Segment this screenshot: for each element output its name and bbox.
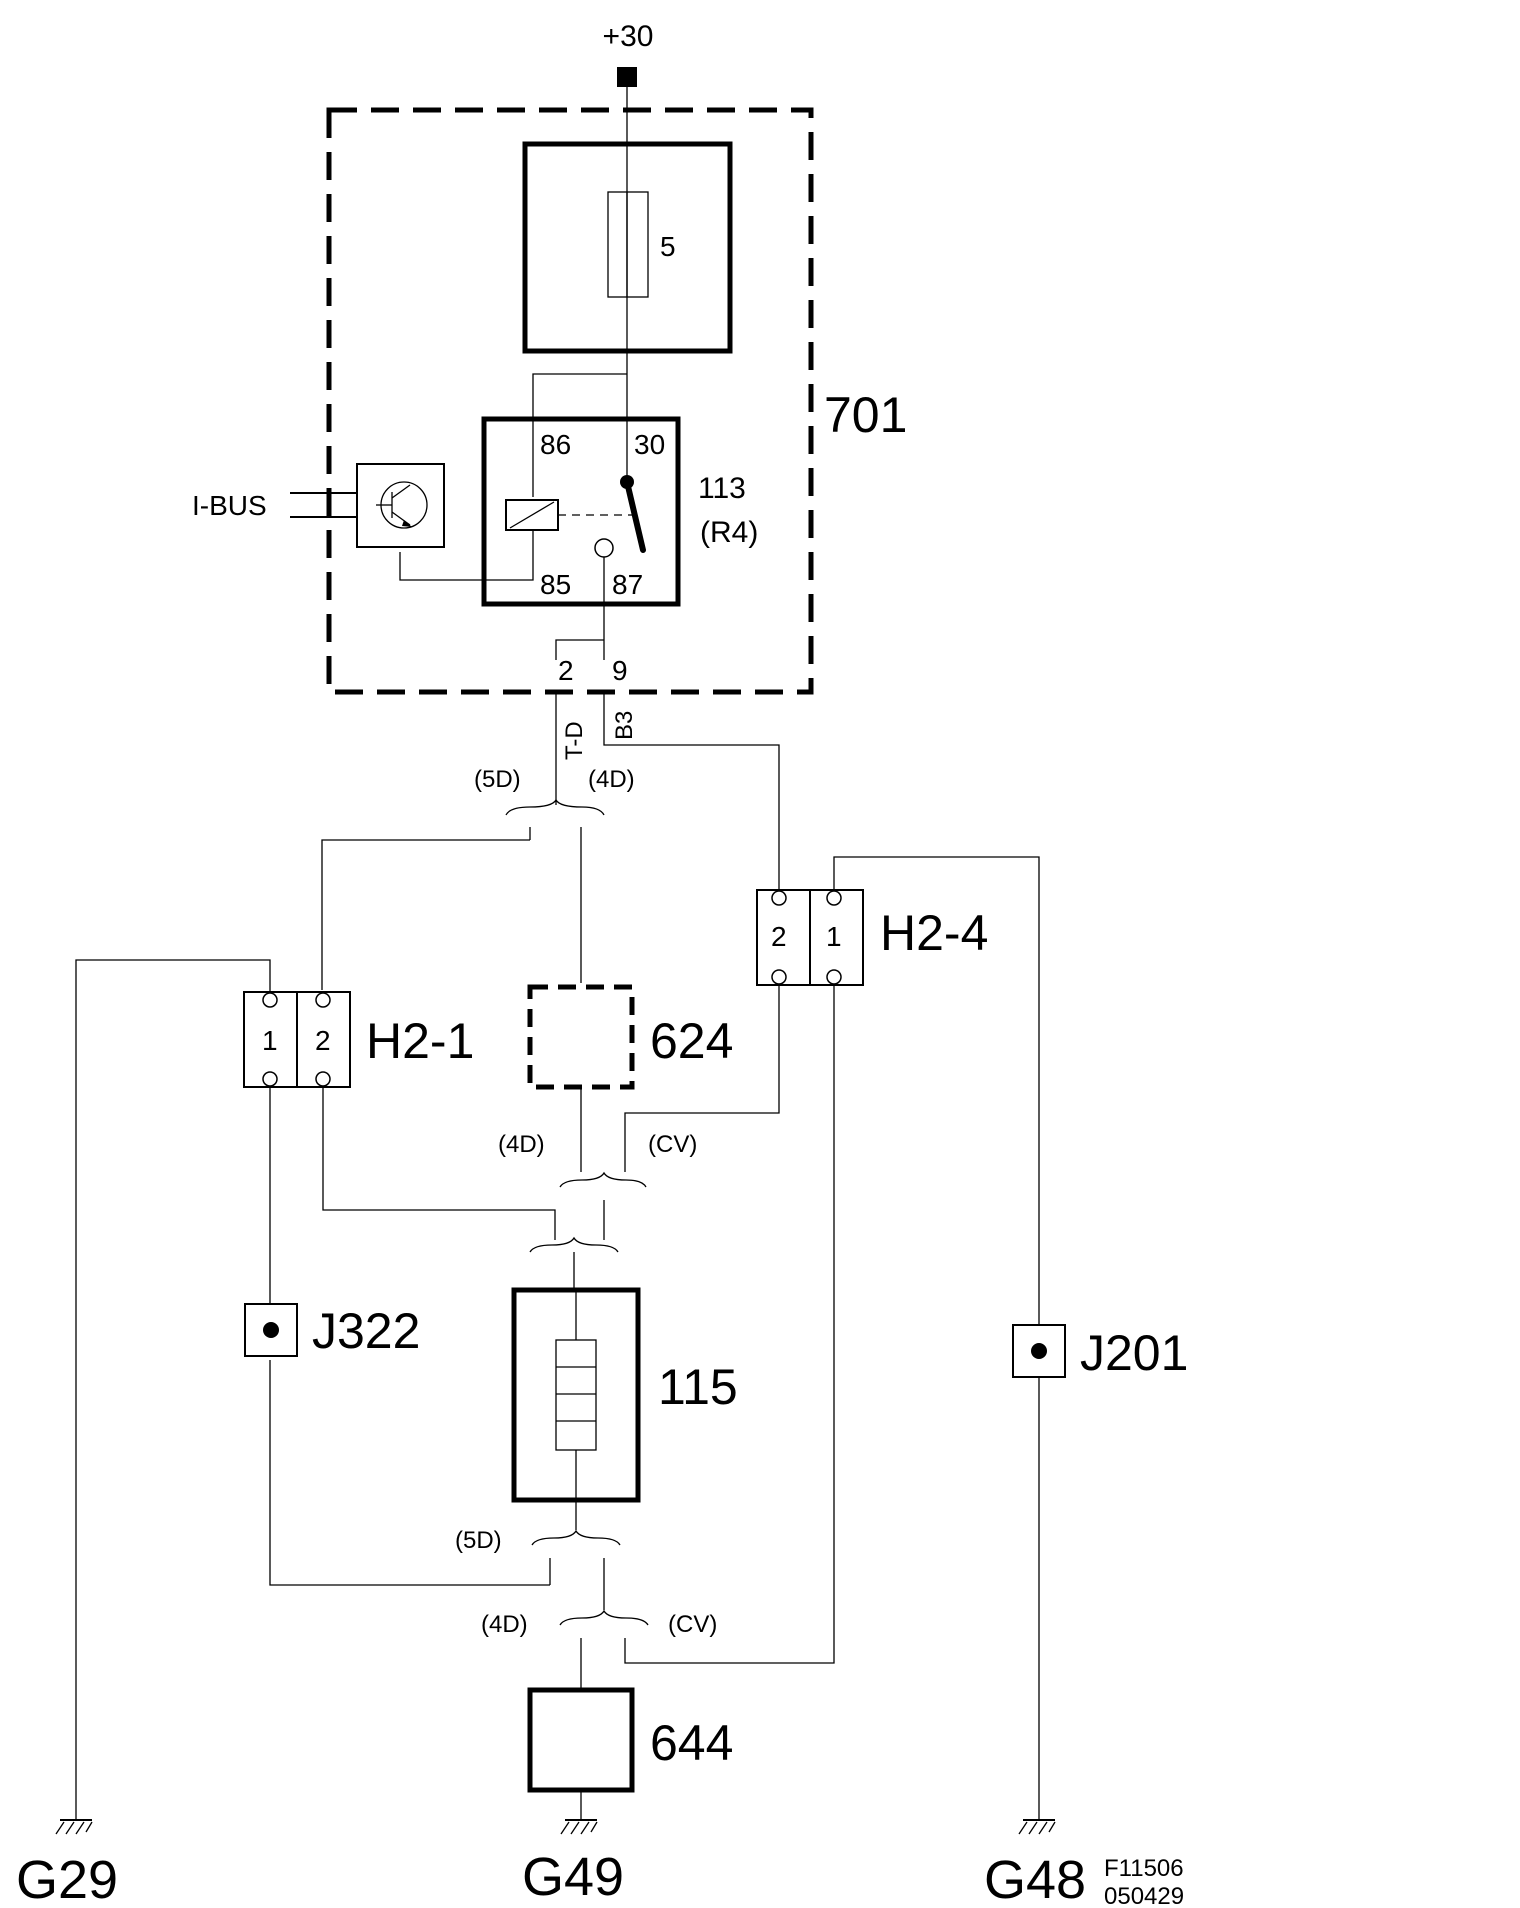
variant-low-5d: (5D) [455, 1527, 502, 1554]
junction-j322 [244, 1303, 298, 1357]
h2-4-pin-2: 2 [771, 921, 787, 952]
supply-terminal [617, 67, 637, 87]
ground-g48-symbol [1018, 1819, 1056, 1835]
relay-ref: 113 [698, 472, 746, 505]
h2-1-pin-1: 1 [262, 1025, 278, 1056]
relay-pin-30: 30 [634, 429, 665, 460]
ground-g48-label: G48 [984, 1850, 1086, 1908]
relay-pin-86: 86 [540, 429, 571, 460]
connector-h2-1 [243, 991, 351, 1088]
component-644 [527, 1687, 635, 1793]
figure-code: F11506 [1104, 1855, 1184, 1882]
pin-701-2: 2 [558, 655, 574, 686]
module-701-label: 701 [824, 387, 907, 443]
relay-sub: (R4) [700, 516, 758, 549]
h2-1-label: H2-1 [366, 1013, 474, 1069]
variant-bot-cv: (CV) [668, 1611, 717, 1638]
component-115-label: 115 [658, 1359, 738, 1415]
variant-top-4d: (4D) [588, 766, 635, 793]
relay-113-housing [481, 416, 681, 607]
h2-4-pin-1: 1 [826, 921, 842, 952]
variant-bot-4d: (4D) [481, 1611, 528, 1638]
ground-g49-label: G49 [522, 1847, 624, 1907]
h2-1-pin-2: 2 [315, 1025, 331, 1056]
relay-pin-85: 85 [540, 569, 571, 600]
ground-g29-label: G29 [16, 1850, 118, 1908]
supply-label: +30 [603, 20, 654, 53]
variant-top-5d: (5D) [474, 766, 521, 793]
ibus-driver [356, 463, 445, 548]
variant-mid-4d: (4D) [498, 1131, 545, 1158]
component-644-label: 644 [650, 1715, 733, 1771]
relay-contact-87 [594, 538, 614, 558]
variant-mid-cv: (CV) [648, 1131, 697, 1158]
wire-code-td: T-D [561, 721, 588, 760]
j201-label: J201 [1080, 1325, 1188, 1381]
fuse-number: 5 [660, 231, 676, 262]
wire-code-b3: B3 [611, 711, 638, 740]
fuse-housing [522, 141, 733, 354]
component-624-label: 624 [650, 1013, 733, 1069]
relay-pin-87: 87 [612, 569, 643, 600]
fuse-symbol [607, 191, 649, 298]
ibus-label: I-BUS [192, 490, 267, 521]
h2-4-label: H2-4 [880, 905, 988, 961]
relay-switch-arm [624, 479, 646, 553]
ground-g29-symbol [55, 1819, 93, 1835]
ground-g49-symbol [560, 1819, 598, 1835]
pin-701-9: 9 [612, 655, 628, 686]
figure-date: 050429 [1104, 1883, 1184, 1908]
module-701-outline [326, 107, 814, 695]
component-624 [527, 984, 635, 1090]
j322-label: J322 [312, 1303, 420, 1359]
connector-h2-4 [756, 889, 864, 986]
